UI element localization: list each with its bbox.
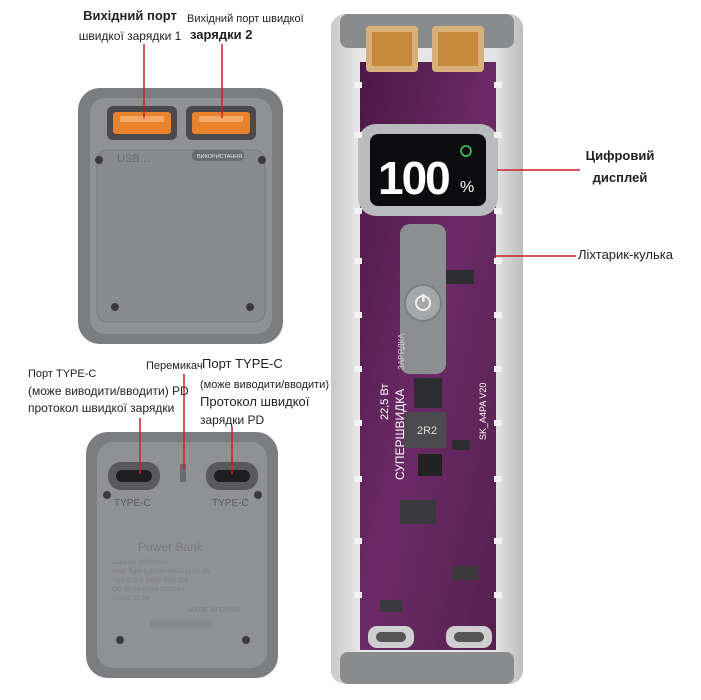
usb-end-cap (78, 88, 283, 344)
port1-callout-line1: Вихідний порт (83, 8, 177, 23)
switch-callout: Перемикач (146, 360, 203, 372)
display-value: 100 (378, 152, 449, 204)
spec-line-2: Input: Type-C 5V/3A 9V/2A 12V/1.5A (112, 569, 210, 575)
display-unit: % (460, 179, 474, 196)
port1-callout: Вихідний порт (70, 8, 190, 24)
port1-callout-line2: швидкої зарядки 1 (78, 29, 182, 43)
board-id-text: SK_A4PA V20 (478, 383, 488, 440)
made-in-text: MADE IN CHINA (188, 607, 241, 614)
port2-callout-line2: зарядки 2 (190, 27, 253, 42)
typec-right-callout-line4: зарядки PD (200, 413, 265, 427)
port2-callout-line1: Вихідний порт швидкої (187, 13, 304, 25)
spec-line-5: Output: 22.5W (112, 596, 151, 602)
usb-right-text: ВИКОРИСТАННЯ (197, 154, 242, 160)
typec-end-cap (86, 432, 278, 678)
inductor-text: 2R2 (417, 425, 437, 437)
flashlight-callout: Ліхтарик-кулька (578, 247, 673, 262)
typec-left-callout-line1: Порт TYPE-C (28, 368, 97, 380)
charging-text: ЗАРЯДКА (397, 333, 406, 370)
leader-lines (139, 44, 580, 474)
usb-left-text: USB… (117, 153, 151, 165)
power-bank-label: Power Bank (138, 540, 204, 554)
typec-left-callout-line3: протокол швидкої зарядки (28, 401, 175, 415)
spec-line-1: Capacity: 10000mAh (112, 560, 168, 566)
typec-right-callout-line2: (може виводити/вводити) (200, 379, 329, 391)
typec-tag-right: TYPE-C (212, 498, 249, 509)
typec-right-callout-line3: Протокол швидкої (200, 394, 310, 409)
typec-tag-left: TYPE-C (114, 498, 151, 509)
spec-line-3: Type-C Out: 5V/3A 9V/2.22A (112, 578, 188, 584)
power-rating-text: 22,5 Вт (379, 384, 391, 420)
super-fast-text: СУПЕРШВИДКА (393, 389, 407, 480)
typec-right-callout-line1: Порт TYPE-C (202, 356, 283, 371)
display-callout-line1: Цифровий (585, 148, 655, 163)
power-bank-body (331, 14, 523, 684)
typec-left-callout-line2: (може виводити/вводити) PD (28, 384, 189, 398)
charge-indicator-icon (460, 145, 472, 157)
display-callout-line2: дисплей (592, 170, 648, 185)
spec-line-4: QC: 5V/3A 9V/2A 12V/1.5A (112, 587, 184, 593)
